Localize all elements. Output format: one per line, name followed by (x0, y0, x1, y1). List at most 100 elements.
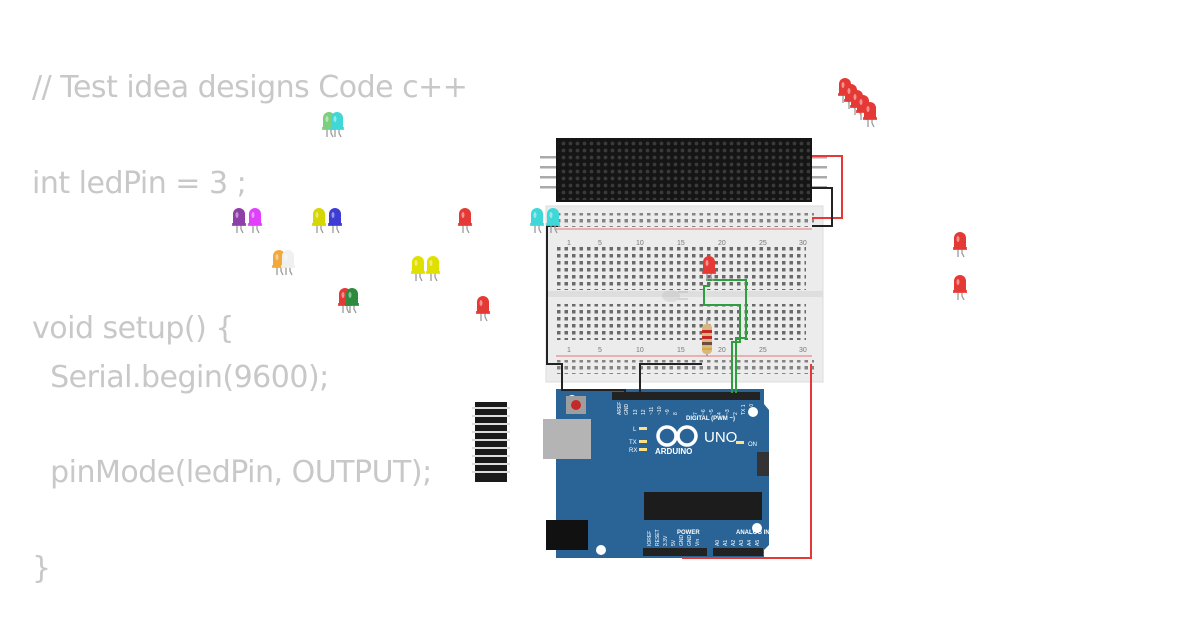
bb-col-30-top: 30 (799, 240, 807, 247)
analog-pin-a1: A1 (723, 540, 729, 546)
digital-pin-2: 2 (733, 412, 739, 415)
digital-pin-11: ~11 (649, 407, 655, 415)
wire-green-signal-1[interactable] (706, 279, 747, 393)
resistor[interactable] (702, 318, 712, 356)
wire-black-gnd-2[interactable] (639, 363, 702, 393)
power-pin-reset: RESET (655, 529, 661, 546)
usb-connector (543, 419, 591, 459)
atmega-chip (644, 492, 762, 520)
code-line-pinmode: pinMode(ledPin, OUTPUT); (32, 455, 432, 490)
on-led (736, 441, 744, 444)
ghost-led[interactable] (662, 290, 688, 302)
analog-header[interactable] (713, 548, 763, 556)
code-line-close: } (32, 551, 51, 586)
bb-col-25-top: 25 (759, 240, 767, 247)
power-pin-gnd-2: GND (687, 535, 693, 547)
bb-col-15-top: 15 (677, 240, 685, 247)
led[interactable] (328, 208, 342, 234)
icsp-header (757, 452, 769, 476)
bb-col-20-bottom: 20 (718, 347, 726, 354)
led[interactable] (953, 275, 967, 301)
on-led-label: ON (748, 442, 757, 448)
led[interactable] (426, 256, 440, 282)
breadboard[interactable]: 1 5 10 15 20 25 30 1 5 10 15 20 25 30 (545, 205, 824, 383)
bb-col-30-bottom: 30 (799, 347, 807, 354)
code-line-declaration: int ledPin = 3 ; (32, 166, 247, 201)
led[interactable] (232, 208, 246, 234)
rx-led-label: RX (629, 448, 637, 454)
rx-led (639, 448, 647, 451)
digital-header[interactable] (612, 392, 760, 400)
power-pin-3v3: 3.3V (663, 535, 669, 546)
power-pins-label: POWER (677, 530, 700, 536)
analog-pin-a2: A2 (731, 540, 737, 546)
led[interactable] (411, 256, 425, 282)
power-header[interactable] (643, 548, 707, 556)
analog-pin-a3: A3 (739, 540, 745, 546)
wire-black-matrix-gnd[interactable] (812, 187, 833, 227)
led[interactable] (281, 250, 295, 276)
bb-col-10-bottom: 10 (636, 347, 644, 354)
arduino-uno[interactable]: UNO ARDUINO DIGITAL (PWM ~) ANALOG IN PO… (543, 389, 770, 558)
reset-button[interactable] (571, 400, 581, 410)
digital-pin-9: ~9 (665, 409, 671, 415)
led[interactable] (863, 102, 877, 128)
wire-green-signal-2[interactable] (703, 285, 741, 393)
wire-red-5v[interactable] (682, 364, 812, 559)
bb-col-5-top: 5 (598, 240, 602, 247)
led[interactable] (330, 112, 344, 138)
gnd-pin-label: GND (624, 404, 630, 416)
digital-pin-5: ~5 (709, 409, 715, 415)
digital-pin-4: 4 (717, 412, 723, 415)
digital-pin-3: ~3 (725, 409, 731, 415)
led[interactable] (476, 296, 490, 322)
code-line-setup: void setup() { (32, 311, 234, 346)
led[interactable] (458, 208, 472, 234)
digital-pin-6: ~6 (701, 409, 707, 415)
analog-pin-a0: A0 (715, 540, 721, 546)
tx-led-label: TX (629, 440, 637, 446)
led[interactable] (345, 288, 359, 314)
led[interactable] (530, 208, 544, 234)
digital-pin-0: RX 0 (749, 404, 755, 415)
power-pin-ioref: IOREF (647, 531, 653, 546)
analog-pin-a5: A5 (755, 540, 761, 546)
digital-pin-8: 8 (673, 412, 679, 415)
bb-col-5-bottom: 5 (598, 347, 602, 354)
led[interactable] (546, 208, 560, 234)
l-led-label: L (633, 427, 637, 433)
power-jack (546, 520, 588, 550)
bb-col-10-top: 10 (636, 240, 644, 247)
bb-col-1-top: 1 (567, 240, 571, 247)
digital-pins-label: DIGITAL (PWM ~) (686, 416, 735, 422)
led[interactable] (248, 208, 262, 234)
bb-col-20-top: 20 (718, 240, 726, 247)
led[interactable] (953, 232, 967, 258)
bb-col-1-bottom: 1 (567, 347, 571, 354)
board-model: UNO (704, 429, 737, 446)
power-pin-5v: 5V (671, 539, 677, 546)
led[interactable] (312, 208, 326, 234)
led[interactable] (702, 256, 716, 282)
digital-pin-13: 13 (633, 409, 639, 415)
power-pin-vin: Vin (695, 539, 701, 546)
digital-pin-1: TX 1 (741, 404, 747, 415)
wire-red-matrix-vcc[interactable] (812, 155, 843, 219)
arduino-logo-icon (656, 425, 698, 447)
aref-pin-label: AREF (617, 402, 623, 415)
l-led (639, 427, 647, 430)
code-line-comment: // Test idea designs Code c++ (32, 70, 468, 105)
digital-pin-10: ~10 (657, 406, 663, 415)
digital-pin-7: 7 (693, 412, 699, 415)
digital-pin-12: 12 (641, 409, 647, 415)
board-brand: ARDUINO (655, 447, 692, 456)
ic-chip[interactable] (472, 402, 510, 482)
led-group (232, 78, 967, 322)
led-matrix-display[interactable] (540, 138, 827, 202)
bb-col-25-bottom: 25 (759, 347, 767, 354)
analog-pins-label: ANALOG IN (736, 530, 770, 536)
tx-led (639, 440, 647, 443)
bb-col-15-bottom: 15 (677, 347, 685, 354)
code-line-serial: Serial.begin(9600); (32, 360, 329, 395)
